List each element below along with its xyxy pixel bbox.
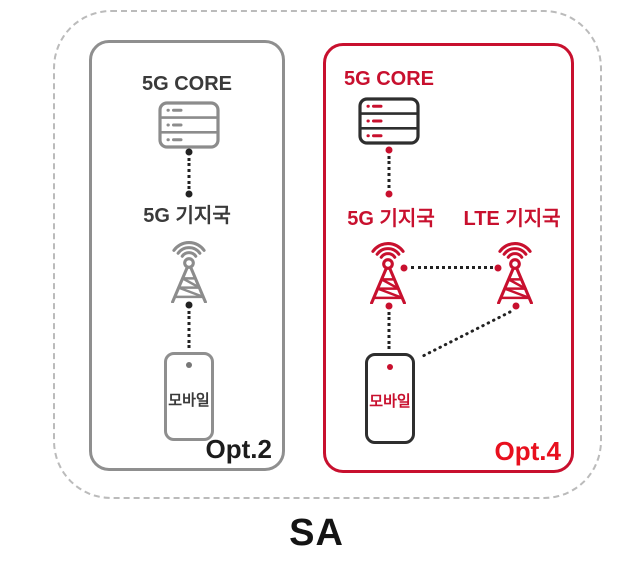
station-label: 5G 기지국 [347,208,435,230]
connector-dot [385,302,393,310]
option-name: Opt.4 [494,436,561,466]
connector-dot [185,190,193,198]
connector-dot [494,264,502,272]
connector-dot [512,302,520,310]
phone-speaker-dot [186,362,192,368]
connector-dot [385,146,393,154]
connector-dot [385,190,393,198]
smartphone-icon: 모바일 [365,353,415,444]
option-box-opt4: 5G CORE 5G 기지국 LTE 기지국 [323,43,574,473]
server-icon [358,97,420,145]
station-label: LTE 기지국 [463,208,561,230]
connector-dot [185,148,193,156]
server-icon [158,101,220,149]
mobile-label: 모바일 [369,393,411,410]
core-to-station-link [187,158,191,189]
mobile-label: 모바일 [168,392,210,409]
phone-speaker-dot [387,364,393,370]
cell-tower-icon [497,242,533,304]
cell-tower-icon [171,241,207,303]
connector-dot [185,301,193,309]
connector-dot [400,264,408,272]
smartphone-icon: 모바일 [164,352,214,441]
station-label: 5G 기지국 [143,205,231,227]
station-to-mobile-link [387,312,391,349]
core-label: 5G CORE [141,73,233,95]
sa-group-outline [53,10,602,499]
cell-tower-icon [370,242,406,304]
core-to-station-link [387,156,391,188]
diagram-title: SA [289,512,344,554]
option-box-opt2: 5G CORE 5G 기지국 [89,40,285,471]
station-to-mobile-link [187,311,191,348]
lte-to-mobile-link [417,310,512,360]
option-name: Opt.2 [205,434,272,464]
station-to-station-link [411,266,493,269]
core-label: 5G CORE [343,68,435,90]
